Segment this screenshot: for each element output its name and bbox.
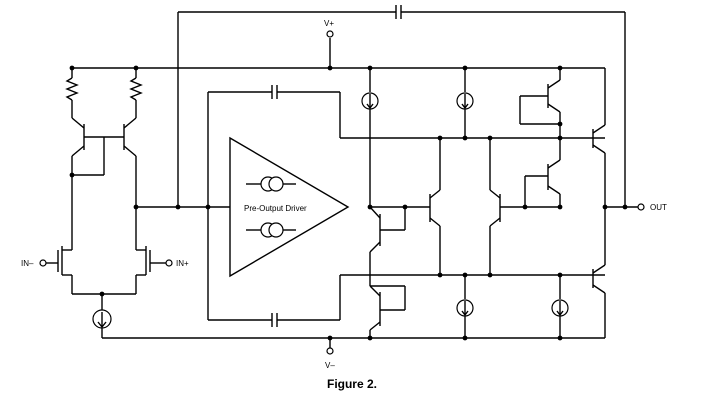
column-490	[489, 138, 528, 275]
in-plus-label: IN+	[176, 259, 189, 268]
driver-outputs	[340, 135, 605, 278]
column-465	[456, 68, 474, 338]
out-label: OUT	[650, 203, 667, 212]
vminus-label: V–	[325, 361, 335, 370]
vplus-label: V+	[324, 19, 334, 28]
driver-label: Pre-Output Driver	[244, 204, 307, 213]
resistor-right	[129, 68, 143, 118]
driver-node	[136, 85, 341, 327]
column-370	[361, 68, 408, 338]
tail-current-source	[92, 294, 112, 338]
vplus-rail	[72, 30, 605, 71]
output-stage	[592, 68, 645, 338]
column-560	[519, 68, 569, 338]
column-440	[405, 138, 441, 275]
input-pair-lower	[57, 175, 151, 297]
resistor-left	[65, 65, 79, 118]
vminus-rail	[102, 335, 605, 355]
pre-output-driver-triangle	[229, 136, 350, 278]
input-pair-upper	[69, 117, 139, 232]
feedback-capacitor	[177, 5, 626, 207]
in-plus-terminal	[150, 259, 173, 267]
figure-caption: Figure 2.	[326, 377, 377, 391]
in-minus-terminal	[39, 259, 58, 267]
in-minus-label: IN–	[21, 259, 34, 268]
